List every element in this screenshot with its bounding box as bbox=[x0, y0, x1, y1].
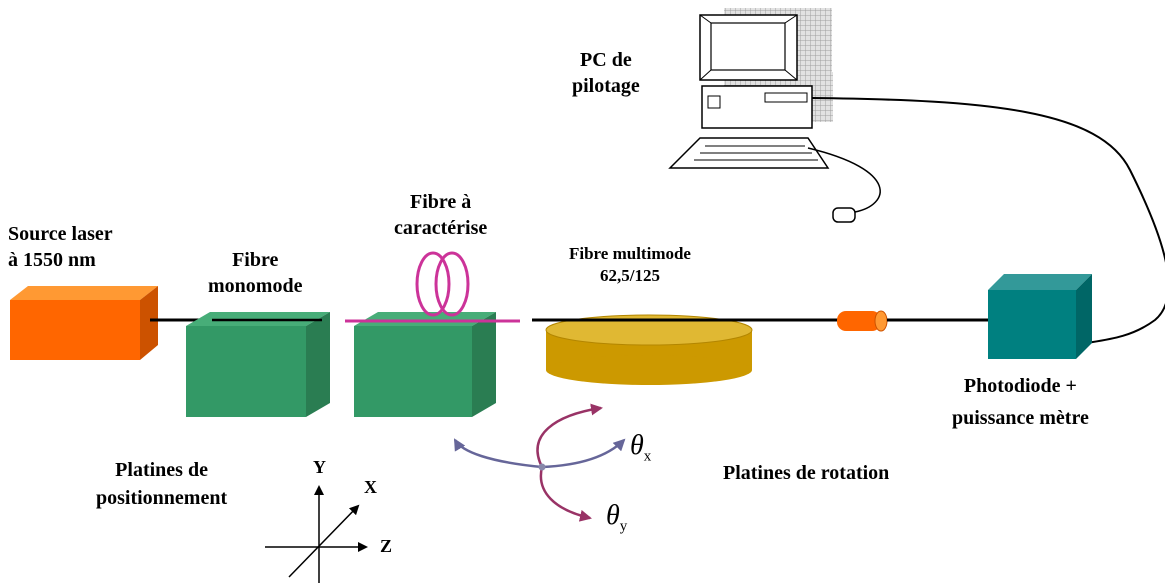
rotation-arrows bbox=[453, 403, 626, 522]
rotation-disc bbox=[545, 314, 753, 385]
platines-rotation-label: Platines de rotation bbox=[723, 462, 890, 484]
computer-icon bbox=[668, 8, 881, 223]
fiber-coil bbox=[345, 251, 520, 323]
theta-y-label: θy bbox=[606, 500, 628, 535]
axes-icon bbox=[265, 485, 368, 583]
photodiode-label: Photodiode +puissance mètre bbox=[952, 375, 1089, 429]
theta-x-label: θx bbox=[630, 430, 652, 465]
axis-z-label: Z bbox=[380, 536, 393, 556]
axis-y-label: Y bbox=[313, 457, 326, 477]
pc-cable bbox=[811, 97, 1165, 346]
connector bbox=[837, 310, 888, 332]
laser-box bbox=[10, 286, 158, 360]
stage-box bbox=[186, 312, 330, 417]
photodiode-box bbox=[988, 274, 1092, 359]
axis-x-label: X bbox=[364, 477, 377, 497]
stage-box bbox=[354, 312, 496, 417]
